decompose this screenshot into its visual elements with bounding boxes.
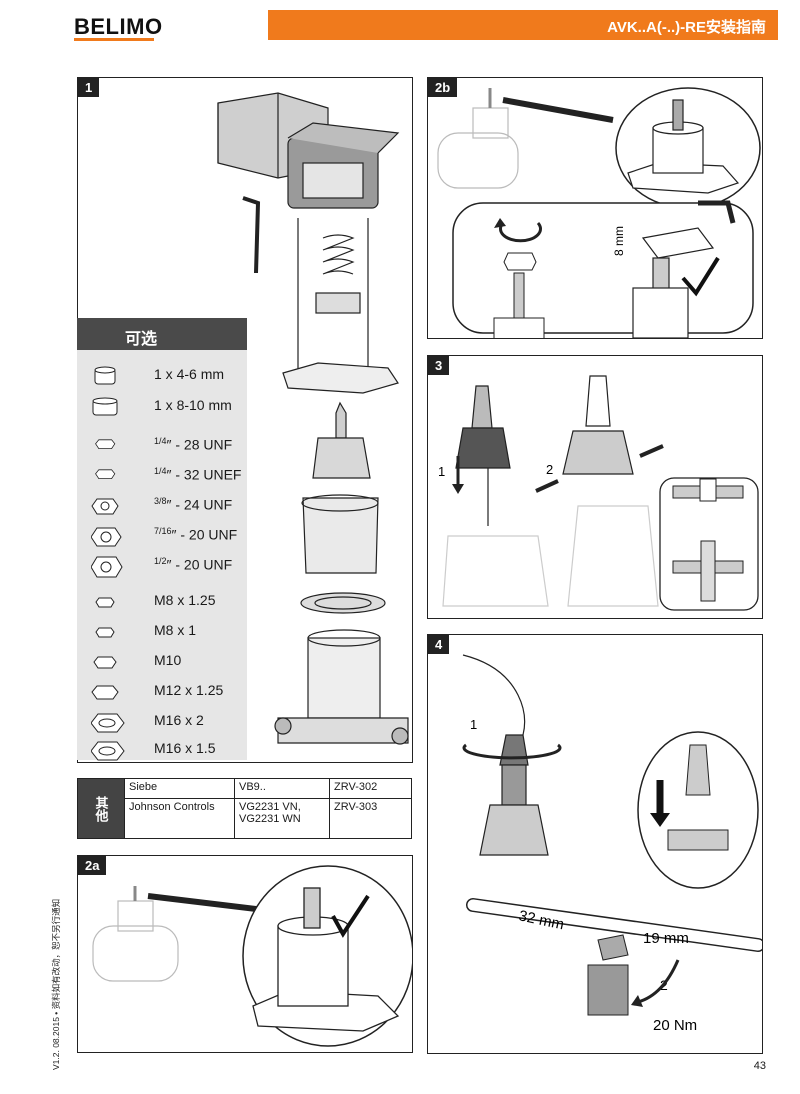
optional-heading: 可选 [77,318,247,350]
list-item: 1 x 4-6 mm [77,362,247,388]
panel-label: 1 [78,78,100,97]
hex-nut-icon [91,527,122,547]
list-item: M8 x 1 [77,618,247,644]
optional-nuts-list: 可选 1 x 4-6 mm 1 x 8-10 mm 1/4″ - 28 UNF … [77,318,247,762]
step-number: 2 [546,462,553,477]
table-row: Johnson Controls VG2231 VN, VG2231 WN ZR… [78,798,412,839]
nut-spec: ″ - 32 UNEF [166,466,242,483]
table-cell: ZRV-302 [329,778,412,799]
list-item: M10 [77,648,247,674]
header-bar: AVK..A(-..)-RE安装指南 [268,10,778,40]
nut-fraction: 7/16 [154,526,172,536]
list-item: M16 x 2 [77,708,247,734]
nut-fraction: 3/8 [154,496,167,506]
hex-nut-icon [91,685,119,700]
list-item: 7/16″ - 20 UNF [77,522,247,548]
panel-3: 3 1 2 [427,355,763,619]
others-label: 其他 [77,778,125,839]
stem-check-illustration [92,865,412,1047]
version-note: V1.2. 08.2015 • 资料如有改动，恕不另行通知 [51,898,61,1070]
hex-nut-icon [95,469,116,480]
sleeve-icon [94,366,116,385]
step-number: 1 [470,717,477,732]
dimension-label: 8 mm [612,226,626,256]
nut-fraction: 1/4 [154,466,167,476]
sleeve-icon [92,397,118,416]
panel-2a: 2a [77,855,413,1053]
nut-spec: 1 x 4-6 mm [154,366,225,382]
table-row: 其他 Siebe VB9.. ZRV-302 [77,778,412,839]
hex-nut-icon [95,597,115,608]
nut-spec: ″ - 20 UNF [166,556,233,573]
page-number: 43 [753,1060,766,1072]
nut-spec: M8 x 1 [154,622,197,638]
list-item: 1/2″ - 20 UNF [77,552,247,578]
panel-label: 2a [78,856,107,875]
hex-nut-icon [95,627,115,638]
nut-fraction: 1/2 [154,556,167,566]
tightening-illustration: 1 32 mm 19 mm 2 20 Nm [462,654,762,1034]
table-cell: VG2231 VN, VG2231 WN [234,798,330,839]
actuator-exploded-illustration [217,92,409,745]
list-item: 1 x 8-10 mm [77,393,247,419]
hex-nut-icon [91,556,123,578]
list-item: 1/4″ - 28 UNF [77,432,247,458]
list-item: M8 x 1.25 [77,588,247,614]
brand-logo-underline [74,38,154,41]
nut-spec: ″ - 24 UNF [166,496,233,513]
nut-spec: M8 x 1.25 [154,592,216,608]
nut-spec: M16 x 1.5 [154,740,216,756]
table-cell: Johnson Controls [124,798,235,839]
table-cell: VB9.. [234,778,330,799]
nut-spec: M10 [154,652,182,668]
panel-label: 3 [428,356,450,375]
hex-nut-icon [91,713,125,733]
nut-spec: ″ - 28 UNF [166,436,233,453]
hex-nut-icon [95,439,116,450]
nut-spec: M16 x 2 [154,712,204,728]
panel-4: 4 1 32 mm 19 mm 2 20 Nm [427,634,763,1054]
list-item: M12 x 1.25 [77,678,247,704]
wrench-size-label: 19 mm [643,930,689,947]
list-item: 3/8″ - 24 UNF [77,492,247,518]
adapter-mount-illustration: 1 2 [438,375,759,611]
panel-label: 2b [428,78,458,97]
nut-spec: 1 x 8-10 mm [154,397,232,413]
panel-label: 4 [428,635,450,654]
panel-2b: 2b 8 mm [427,77,763,339]
hex-nut-icon [91,741,125,761]
list-item: M16 x 1.5 [77,736,247,762]
others-table: 其他 Siebe VB9.. ZRV-302 Johnson Controls … [77,778,412,839]
step-number: 1 [438,464,445,479]
list-item: 1/4″ - 32 UNEF [77,462,247,488]
nut-fraction: 1/4 [154,436,167,446]
nut-spec: ″ - 20 UNF [171,526,238,543]
nut-spec: M12 x 1.25 [154,682,224,698]
table-cell: Siebe [124,778,235,799]
hex-nut-icon [93,656,117,669]
table-cell: ZRV-303 [329,798,412,839]
nut-alignment-illustration: 8 mm [437,87,761,338]
hex-nut-icon [91,498,119,515]
brand-logo: BELIMO [74,14,163,39]
torque-label: 20 Nm [653,1017,697,1034]
document-title: AVK..A(-..)-RE安装指南 [607,19,766,36]
